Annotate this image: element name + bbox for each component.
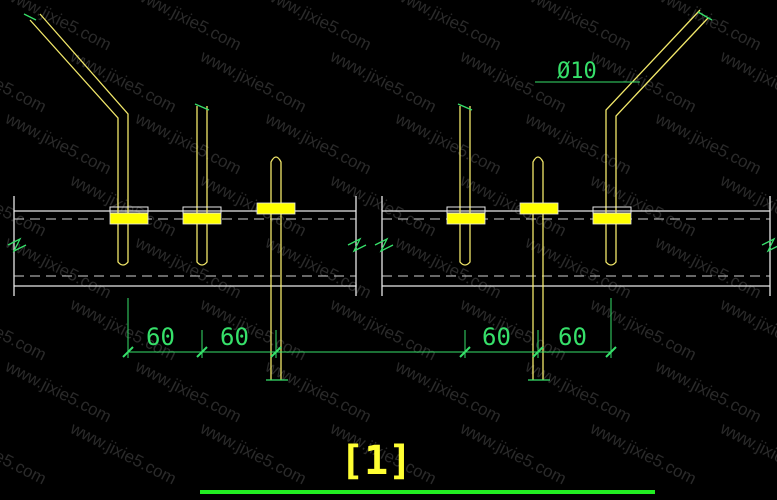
bolt-plate bbox=[182, 212, 222, 225]
bolt-plate bbox=[592, 212, 632, 225]
slab-right-dashes bbox=[382, 218, 770, 277]
dim-label-1: 60 bbox=[146, 323, 175, 351]
bolt-plate-edges bbox=[109, 206, 632, 214]
straight-rebar-right bbox=[457, 103, 473, 266]
bolt-plate bbox=[109, 212, 149, 225]
dim-label-3: 60 bbox=[482, 323, 511, 351]
bolt-plate bbox=[256, 202, 296, 215]
slab-right bbox=[374, 196, 777, 296]
dimension-lines bbox=[122, 298, 617, 358]
long-rebar-left bbox=[266, 156, 288, 381]
bent-rebar-left bbox=[23, 13, 129, 266]
dim-label-2: 60 bbox=[220, 323, 249, 351]
bolt-plate bbox=[519, 202, 559, 215]
rebar-diameter-label: Ø10 bbox=[557, 59, 597, 84]
slab-left bbox=[7, 196, 367, 296]
bent-rebar-right bbox=[605, 9, 713, 266]
slab-left-dashes bbox=[14, 218, 356, 277]
dim-label-4: 60 bbox=[558, 323, 587, 351]
straight-rebar-left bbox=[194, 103, 210, 266]
bolt-plate bbox=[446, 212, 486, 225]
long-rebar-right bbox=[528, 156, 550, 381]
section-title: [1] bbox=[340, 438, 412, 484]
